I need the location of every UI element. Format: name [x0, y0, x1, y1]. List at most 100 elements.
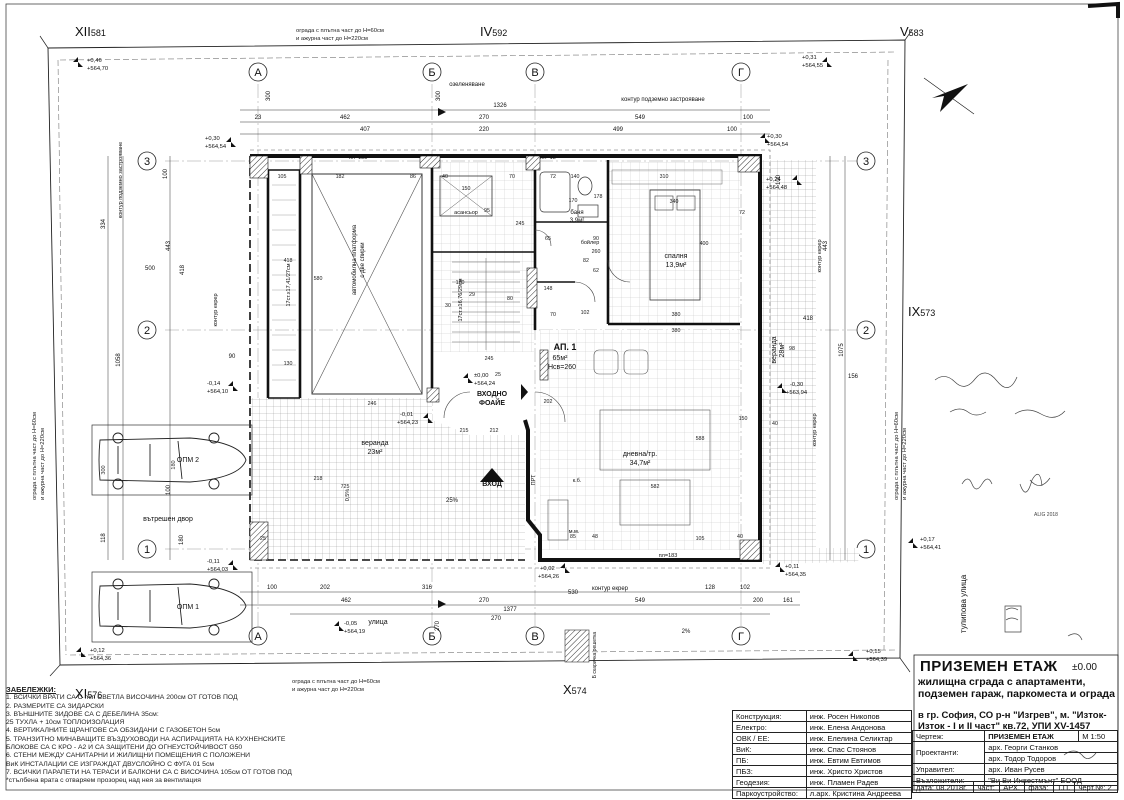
- grid-bubble-2-right: [856, 320, 876, 340]
- note-item: *стълбена врата с отваряем прозорец над …: [6, 777, 201, 785]
- discipline-name: инж. Елена Андонова: [805, 721, 913, 733]
- side-path-floor: [760, 548, 860, 564]
- elevation-mark-icon: [228, 381, 238, 391]
- svg-text:+0,24: +0,24: [766, 177, 781, 183]
- column-6: [249, 521, 269, 561]
- grid-label-g-top: Г: [738, 67, 744, 79]
- note-item: БЛОКОВЕ СА С КРО - А2 И СА ЗАЩИТЕНИ ДО О…: [6, 744, 243, 752]
- svg-text:+0,31: +0,31: [802, 55, 817, 61]
- note-item: 7. ВСИЧКИ ПАРАПЕТИ НА ТЕРАСИ И БАЛКОНИ С…: [6, 768, 292, 776]
- dim-top-4: 549: [635, 115, 646, 121]
- dim-int-37: 150: [739, 416, 748, 422]
- bed: [649, 189, 701, 301]
- table-row: Геодезия:инж. Пламен Радев: [732, 776, 913, 788]
- note-item: 25 ТУХЛА + 10см ТОПЛОИЗОЛАЦИЯ: [6, 719, 125, 727]
- dim-int-24: 105: [696, 536, 705, 542]
- grid-label-g-bottom: Г: [738, 631, 744, 643]
- dim-top2-3: 499: [613, 127, 624, 133]
- discipline-name: инж. Елелина Селиктар: [805, 732, 913, 744]
- dim-int-50: 246: [368, 401, 377, 407]
- dim-int-3: 86: [410, 174, 416, 180]
- plot-label-xi: XI576: [75, 686, 102, 701]
- dim-int-47: 212: [490, 428, 499, 434]
- greenery-label: озеленяване: [449, 82, 485, 88]
- dim-int-41: 62: [593, 268, 599, 274]
- svg-text:+0,17: +0,17: [920, 537, 935, 543]
- grid-bubble-3-left: [137, 151, 157, 171]
- elevation-mark-icon: [792, 175, 802, 185]
- note-item: ВиК ИНСТАЛАЦИИ СЕ ИЗГРАЖДАТ ДВУСЛОЙНО С …: [6, 760, 215, 768]
- street-label: улица: [368, 619, 387, 626]
- car-dim-length: 300: [101, 465, 107, 474]
- title-block-description: жилищна сграда с апартаменти, подземен г…: [918, 676, 1115, 700]
- discipline-role: Паркоустройство:: [732, 787, 807, 799]
- bedroom-floor: [608, 162, 740, 324]
- slope-label: 2%: [682, 629, 691, 635]
- dim-int-17: 218: [314, 476, 323, 482]
- dim-int-11: 400: [700, 241, 709, 247]
- bedroom-label: спалня: [665, 253, 688, 260]
- dim-left2-1: 100: [163, 168, 169, 179]
- dim-int-32: 65: [545, 236, 551, 242]
- note-item: 2. РАЗМЕРИТЕ СА ЗИДАРСКИ: [6, 702, 104, 710]
- svg-text:-0,30: -0,30: [790, 382, 803, 388]
- elevation-mark-icon: [560, 563, 570, 573]
- pillow-right: [676, 195, 696, 211]
- grid-label-v-top: В: [531, 67, 538, 79]
- svg-text:+564,23: +564,23: [397, 420, 418, 426]
- grid-label-a-bottom: А: [254, 631, 262, 643]
- dim-bot2-5: 161: [783, 598, 794, 604]
- dim-right-2: 1075: [839, 343, 845, 357]
- discipline-role: ВиК:: [732, 743, 807, 755]
- title-block-title: ПРИЗЕМЕН ЕТАЖ: [920, 658, 1058, 675]
- handwritten-signatures: [934, 372, 1097, 759]
- svg-text:+564,24: +564,24: [474, 381, 496, 387]
- living-area: 34,7м²: [630, 460, 651, 467]
- fence-note-left-2: и ажурна част до Н=220см: [40, 428, 46, 500]
- dim-int-6: 70: [509, 174, 515, 180]
- stairs-label-2: 17ст.х17,41/27см: [286, 263, 292, 306]
- svg-text:+563,94: +563,94: [786, 390, 808, 396]
- column-1: [249, 155, 269, 179]
- street-grate: [564, 629, 590, 663]
- dining-table: [619, 479, 691, 526]
- exterior-wall: [250, 154, 762, 562]
- elevation-mark-icon: [822, 57, 832, 67]
- dim-right2-3: 90: [229, 354, 236, 360]
- dim-top2-1: 407: [360, 127, 371, 133]
- grid-bubble-2-left: [137, 320, 157, 340]
- grid-label-1-left: 1: [144, 544, 150, 556]
- dim-int-23: 148: [544, 286, 553, 292]
- elevation-mark-icon: [334, 621, 344, 631]
- note-item: 5. ТРАНЗИТНО МИНАВАЩИТЕ ВЪЗДУХОВОДИ НА А…: [6, 735, 286, 743]
- bath-area: 3,9м²: [570, 218, 584, 224]
- elevation-mark-icon: [76, 647, 86, 657]
- car-icon: [98, 578, 247, 636]
- grid-bubble-g-top: [731, 62, 751, 82]
- dim-int-48: 245: [485, 356, 494, 362]
- dim-int-16: 130: [284, 361, 293, 367]
- column-8: [739, 539, 761, 561]
- fence-note-bottom-1: ограда с плътна част до Н=60см: [292, 679, 380, 685]
- svg-text:±0,00: ±0,00: [474, 373, 488, 379]
- elevation-mark-icon: [777, 383, 787, 393]
- discipline-name: инж. Христо Христов: [805, 765, 913, 777]
- table-row: Управител:арх. Иван Русев: [911, 763, 1118, 775]
- stairs-label: 17ст.х16,76/29см: [458, 278, 464, 321]
- pt-label: ПРТ: [531, 474, 537, 485]
- veranda-left-label: веранда: [361, 440, 388, 447]
- dim-left-1: 334: [101, 218, 107, 229]
- grid-label-2-right: 2: [863, 325, 869, 337]
- fence-note-bottom-2: и ажурна част до Н=220см: [292, 687, 364, 693]
- grid-label-v-bottom: В: [531, 631, 538, 643]
- foyer-arrow-icon: [521, 384, 528, 400]
- dim-bot2-4: 200: [753, 598, 764, 604]
- grid-bubble-1-left: [137, 539, 157, 559]
- kitchen-counter: [547, 499, 569, 541]
- dim-int-8: 310: [660, 174, 669, 180]
- mm-label: м.м.: [569, 529, 580, 535]
- svg-text:-0,05: -0,05: [344, 621, 357, 627]
